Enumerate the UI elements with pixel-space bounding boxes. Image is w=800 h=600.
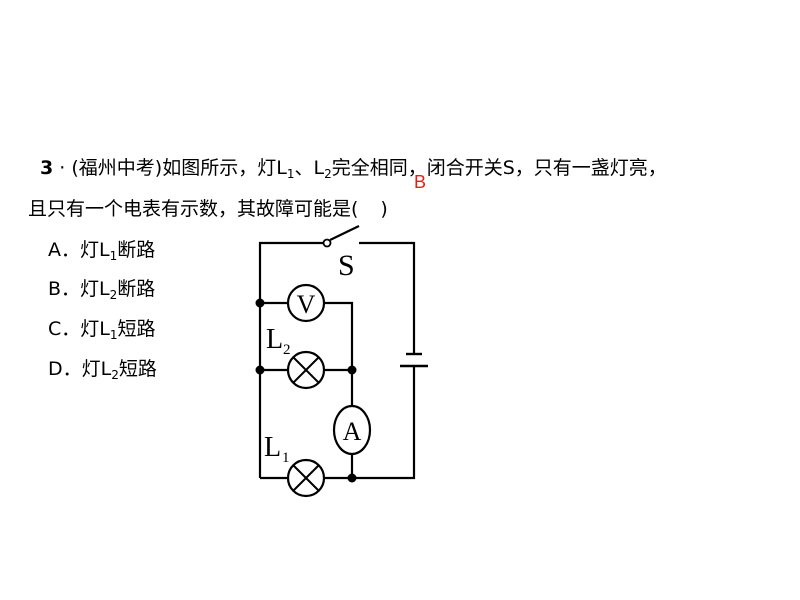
question-text-2-end: ) [380,198,388,220]
switch-label: S [338,249,355,282]
option-c-prefix: C．灯 [48,318,100,340]
option-b-lamp: L [99,278,110,300]
option-d[interactable]: D．灯L2短路 [48,357,157,387]
question-source: (福州中考) [71,157,163,179]
option-d-text: 短路 [118,358,157,380]
option-a-text: 断路 [117,239,156,261]
question-line-1: 3 · (福州中考)如图所示，灯L1、L2完全相同，闭合开关S，只有一盏灯亮， [40,156,667,186]
option-d-prefix: D．灯 [48,358,101,380]
lamp-l1-icon [286,458,326,498]
option-c-lamp: L [99,318,110,340]
ammeter-icon [332,404,372,456]
switch-contact-icon [322,238,332,248]
question-line-2: 且只有一个电表有示数，其故障可能是() [28,197,388,221]
lamp2-subscript: 2 [283,342,291,358]
option-a-lamp: L [99,239,110,261]
option-d-lamp: L [100,358,112,380]
wire-left-top [258,241,323,478]
junction-dot [347,473,357,483]
switch-blade [329,225,360,241]
answer-mark: B [414,172,427,192]
lamp-l2-icon [286,350,326,390]
wire-right-bottom [352,366,416,480]
option-b-sub: 2 [109,288,118,302]
question-number: 3 [40,157,54,179]
question-text-1a: 如图所示，灯 [162,157,277,179]
voltmeter-label: V [297,290,316,319]
circuit-wires [258,225,416,480]
option-d-sub: 2 [111,368,119,382]
voltmeter-icon [286,283,326,323]
junction-dot [347,365,357,375]
question-text-2: 且只有一个电表有示数，其故障可能是( [28,198,359,220]
wire-voltmeter-right [324,301,354,370]
question-dot: · [59,157,66,179]
option-c-sub: 1 [109,328,118,342]
question-separator: 、 [294,157,314,179]
option-a-sub: 1 [109,249,118,263]
option-b-text: 断路 [117,278,156,300]
lamp-symbol-2: L [313,157,325,179]
option-b[interactable]: B．灯L2断路 [48,277,155,307]
lamp-symbol-1: L [276,157,287,179]
lamp2-label: L [266,324,283,355]
wire-top-right [359,241,416,354]
lamp1-subscript: 1 [282,450,290,466]
option-c-text: 短路 [117,318,156,340]
lamp1-label: L [264,432,281,463]
question-text-1b: 完全相同，闭合开关S，只有一盏灯亮， [331,157,667,179]
option-b-prefix: B．灯 [48,278,100,300]
option-c[interactable]: C．灯L1短路 [48,317,156,347]
option-a[interactable]: A．灯L1断路 [48,238,155,268]
ammeter-label: A [343,417,362,446]
junction-dots [255,298,357,483]
junction-dot [255,365,265,375]
junction-dot [255,298,265,308]
option-a-prefix: A．灯 [48,239,99,261]
lamp-subscript-2: 2 [324,167,332,181]
lamp-subscript-1: 1 [286,167,295,181]
